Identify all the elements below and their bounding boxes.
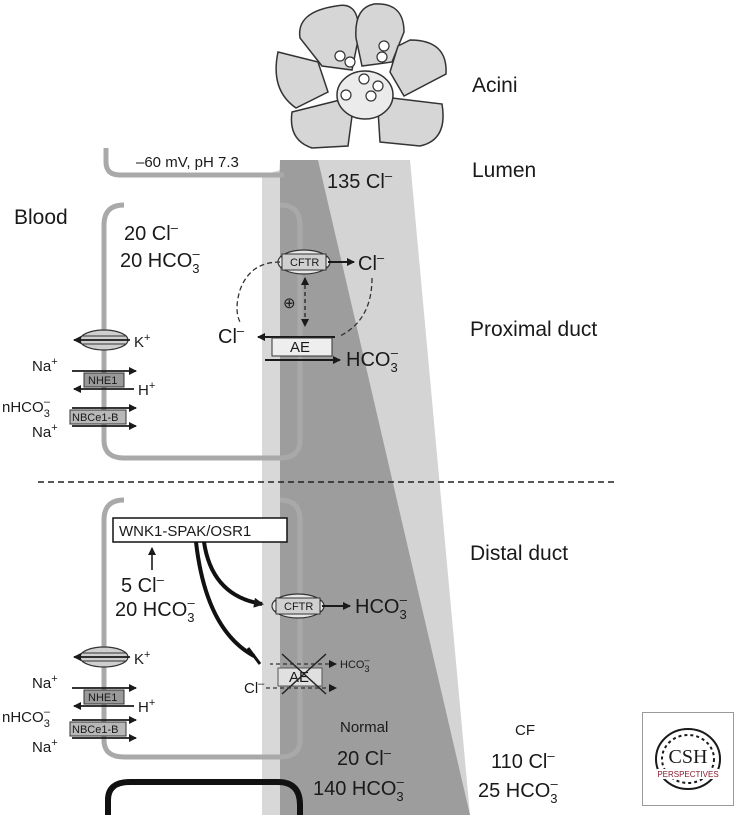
proximal-nbce1-label: NBCe1-B (72, 412, 118, 424)
proximal-cell-membrane (101, 202, 303, 461)
distal-na-top: Na+ (32, 673, 58, 692)
distal-na-bottom: Na+ (32, 737, 58, 756)
proximal-ae-label: AE (290, 339, 310, 356)
proximal-na-bottom: Na+ (32, 422, 58, 441)
proximal-cftr-cl: Cl– (358, 250, 385, 275)
distal-nhe1-box (83, 689, 125, 705)
tight-junction-strip (262, 175, 280, 815)
svg-text:CFTR: CFTR (290, 257, 319, 269)
distal-nbce1-label: NBCe1-B (72, 724, 118, 736)
normal-hco3: 140 HCO3– (313, 774, 405, 804)
logo-text: CSH (669, 746, 708, 768)
kinase-inhibits-ae (194, 541, 255, 658)
lumen-membrane (103, 148, 284, 178)
distal-nhco3: nHCO3– (2, 706, 51, 730)
inhibition-bar (246, 647, 262, 665)
lumen-cl: 135 Cl– (327, 168, 393, 193)
kinase-label: WNK1-SPAK/OSR1 (119, 523, 251, 540)
normal-label: Normal (340, 719, 388, 736)
distal-ae-hco3: HCO3– (340, 655, 369, 674)
proximal-nhco3: nHCO3– (2, 396, 51, 420)
proximal-cl: 20 Cl– (124, 220, 179, 245)
proximal-k-label: K+ (134, 332, 150, 351)
proximal-cl-loop-left (236, 261, 281, 323)
proximal-nbce1-box (69, 409, 127, 425)
proximal-ae-hco3: HCO3– (346, 345, 399, 375)
proximal-h-label: H+ (138, 380, 155, 399)
distal-nbce1-box (69, 721, 127, 737)
distal-cftr-hco3: HCO3– (355, 592, 408, 622)
proximal-hco3: 20 HCO3– (120, 246, 200, 276)
proximal-nhe1-label: NHE1 (88, 375, 117, 387)
cf-hco3: 25 HCO3– (478, 776, 558, 806)
label-lumen: Lumen (472, 159, 536, 182)
svg-text:CFTR: CFTR (284, 601, 313, 613)
label-blood: Blood (14, 206, 68, 229)
proximal-na-top: Na+ (32, 356, 58, 375)
distal-nhe1-label: NHE1 (88, 692, 117, 704)
normal-cl: 20 Cl– (337, 745, 392, 770)
distal-k-label: K+ (134, 649, 150, 668)
label-proximal-duct: Proximal duct (470, 318, 597, 341)
secretory-granules (334, 40, 390, 102)
distal-h-label: H+ (138, 697, 155, 716)
label-acini: Acini (472, 74, 518, 97)
normal-lumen-wedge (262, 160, 470, 815)
distal-hco3: 20 HCO3– (115, 595, 195, 625)
label-distal-duct: Distal duct (470, 542, 568, 565)
logo-subtitle: PERSPECTIVES (657, 770, 718, 779)
proximal-nhe1-box (83, 372, 125, 388)
dna-helix-icon (655, 728, 721, 790)
distal-cftr: CFTR (271, 593, 325, 619)
lumen-potential: –60 mV, pH 7.3 (136, 154, 239, 171)
stimulate-icon: ⊕ (283, 295, 296, 312)
cf-label: CF (515, 722, 535, 739)
distal-cell-membrane (101, 497, 303, 760)
csh-perspectives-logo: CSH PERSPECTIVES (642, 712, 734, 806)
distal-ae-cross-2 (281, 653, 327, 695)
kinase-activates-cftr (202, 541, 264, 608)
distal-ae-cl: Cl– (244, 678, 265, 697)
bottom-cell-outline (105, 779, 303, 815)
proximal-cftr: CFTR (277, 249, 331, 275)
distal-cl: 5 Cl– (121, 572, 165, 597)
kinase-box (112, 517, 288, 543)
cf-cl: 110 Cl– (491, 748, 555, 773)
proximal-ae-cl: Cl– (218, 323, 245, 348)
proximal-cl-loop-right (339, 277, 373, 337)
proximal-ae-box (271, 337, 333, 357)
